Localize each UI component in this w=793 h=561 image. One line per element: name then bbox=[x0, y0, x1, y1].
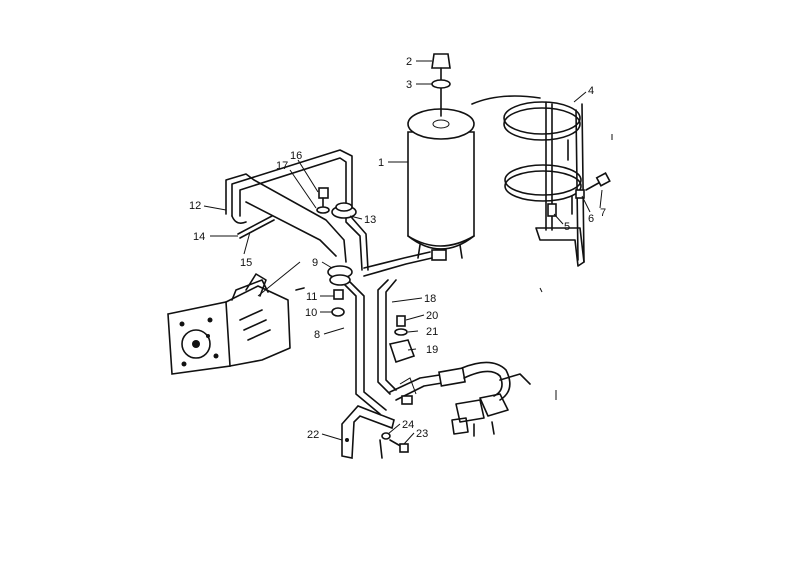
label-13: 13 bbox=[364, 214, 376, 226]
drain-plug bbox=[431, 53, 451, 117]
label-7: 7 bbox=[600, 207, 606, 219]
part-labels: 1 2 3 4 5 6 7 8 9 10 11 12 13 14 15 16 1… bbox=[189, 56, 606, 441]
label-17: 17 bbox=[276, 160, 288, 172]
label-10: 10 bbox=[305, 307, 317, 319]
label-9: 9 bbox=[312, 257, 318, 269]
air-line-12 bbox=[225, 149, 369, 271]
label-20: 20 bbox=[426, 310, 438, 322]
valve-block bbox=[388, 315, 416, 364]
label-21: 21 bbox=[426, 326, 438, 338]
label-22: 22 bbox=[307, 429, 319, 441]
bolt-5 bbox=[547, 203, 557, 217]
label-2: 2 bbox=[406, 56, 412, 68]
nut-11 bbox=[333, 289, 344, 300]
bolt-23 bbox=[389, 439, 409, 453]
label-19: 19 bbox=[426, 344, 438, 356]
union-9 bbox=[327, 265, 353, 286]
tank-bracket bbox=[471, 95, 585, 267]
washer-24 bbox=[381, 432, 391, 440]
hose-assembly bbox=[399, 361, 531, 437]
clip-17 bbox=[316, 206, 330, 214]
label-14: 14 bbox=[193, 231, 205, 243]
label-1: 1 bbox=[378, 157, 384, 169]
label-4: 4 bbox=[588, 85, 594, 97]
label-3: 3 bbox=[406, 79, 412, 91]
compressor bbox=[167, 261, 305, 375]
misc-marks bbox=[539, 134, 613, 400]
mounting-bracket bbox=[341, 405, 395, 459]
label-18: 18 bbox=[424, 293, 436, 305]
label-15: 15 bbox=[240, 257, 252, 269]
label-5: 5 bbox=[564, 221, 570, 233]
label-23: 23 bbox=[416, 428, 428, 440]
air-tank bbox=[407, 108, 475, 261]
fitting-13 bbox=[331, 202, 357, 219]
bolt-7 bbox=[585, 172, 611, 191]
leader-lines bbox=[203, 60, 603, 445]
label-8: 8 bbox=[314, 329, 320, 341]
screw-16 bbox=[318, 187, 329, 207]
washer bbox=[431, 79, 451, 89]
label-6: 6 bbox=[588, 213, 594, 225]
label-24: 24 bbox=[402, 419, 414, 431]
air-line-18 bbox=[341, 251, 449, 415]
washer-10 bbox=[331, 307, 345, 317]
clip-14 bbox=[237, 215, 275, 239]
nut-6 bbox=[575, 189, 585, 199]
label-12: 12 bbox=[189, 200, 201, 212]
label-16: 16 bbox=[290, 150, 302, 162]
label-11: 11 bbox=[306, 291, 317, 303]
